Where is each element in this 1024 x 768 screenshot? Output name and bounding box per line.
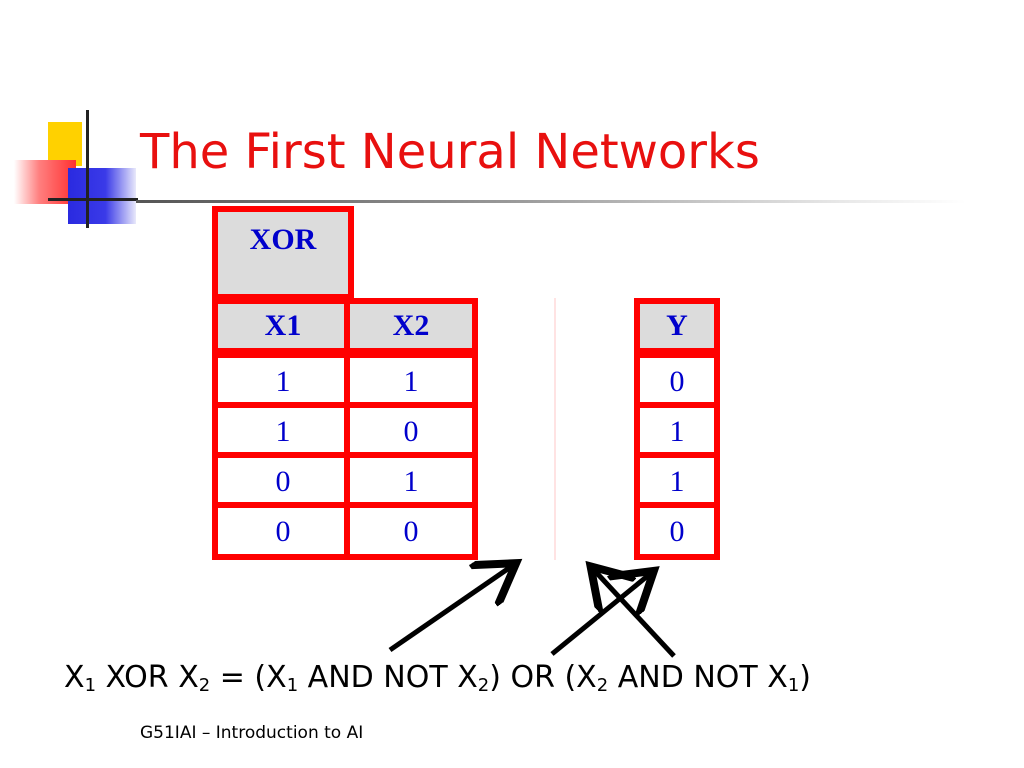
table-cell-y: 0 [634, 502, 720, 560]
logo-red-square [14, 160, 76, 204]
xor-header-cell: XOR [212, 206, 354, 300]
logo-blue-square [68, 168, 136, 224]
xor-formula: X1 XOR X2 = (X1 AND NOT X2) OR (X2 AND N… [64, 660, 811, 696]
table-cell-y: 1 [634, 452, 720, 508]
table-cell-x2: 0 [344, 502, 478, 560]
arrow-left [388, 566, 512, 653]
logo-yellow-square [48, 122, 82, 166]
slide-footer: G51IAI – Introduction to AI [140, 723, 364, 743]
logo-vertical-line [86, 110, 89, 228]
y-header-cell: Y [634, 298, 720, 354]
arrow-right [594, 570, 676, 658]
x2-header-cell: X2 [344, 298, 478, 354]
logo-horizontal-line [48, 198, 138, 201]
table-divider [554, 298, 556, 560]
title-underline [136, 200, 966, 203]
slide-title: The First Neural Networks [140, 124, 760, 180]
x1-header-cell: X1 [212, 298, 354, 354]
table-cell-x1: 0 [212, 452, 354, 508]
